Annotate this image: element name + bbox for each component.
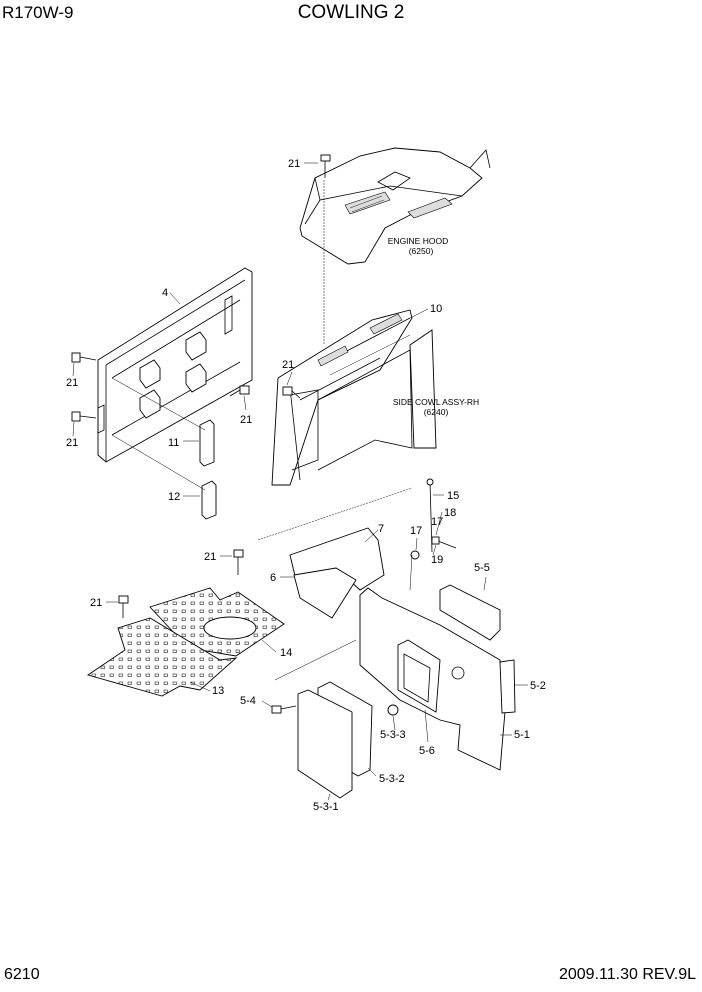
callout-21-mid: 21 (282, 359, 294, 371)
part-17-nut (410, 550, 420, 560)
part-11-bracket (111, 377, 215, 467)
callout-5-4: 5-4 (240, 695, 256, 707)
revision-date: 2009.11.30 REV.9L (558, 966, 696, 983)
callout-14: 14 (280, 647, 292, 659)
callout-5-3-2: 5-3-2 (379, 773, 405, 785)
callout-21-plate-a: 21 (204, 551, 216, 563)
callout-5-2: 5-2 (530, 680, 546, 692)
callout-5-3-3: 5-3-3 (380, 729, 406, 741)
engine-hood-note: ENGINE HOOD (388, 236, 448, 246)
bolt-21-mid (282, 386, 301, 399)
leader-lines (72, 162, 528, 801)
callout-18: 18 (444, 507, 456, 519)
engine-hood (299, 147, 491, 265)
callout-7: 7 (378, 523, 384, 535)
callout-6: 6 (270, 572, 276, 584)
part-13-floor-plate (86, 617, 238, 697)
side-cowl-assembly (271, 309, 437, 486)
bolt-21-hood (320, 154, 331, 178)
part-5-3-1-door (297, 689, 353, 799)
bolt-21-plate-b (118, 595, 129, 618)
part-5-3-3-knob (387, 704, 399, 716)
bolt-21-plate-a (233, 549, 244, 575)
page-number: 6210 (4, 966, 40, 983)
callout-10: 10 (430, 303, 442, 315)
part-12-bracket (111, 434, 217, 520)
callout-5-6: 5-6 (419, 745, 435, 757)
model-number: R170W-9 (2, 3, 74, 22)
side-cowl-note: SIDE COWL ASSY-RH (393, 397, 479, 407)
side-cowl-ref: (6240) (424, 407, 449, 417)
bolt-21-left-b (71, 411, 97, 422)
part-6-cover (293, 567, 357, 619)
callout-13: 13 (212, 685, 224, 697)
callout-21-left-b: 21 (66, 437, 78, 449)
part-5-5-plate (439, 584, 501, 641)
callout-5-1: 5-1 (514, 729, 530, 741)
part-5-2-strip (499, 659, 516, 714)
callout-21-right: 21 (240, 414, 252, 426)
callout-17a: 17 (431, 516, 443, 528)
callout-21-left-a: 21 (66, 377, 78, 389)
part-18-bolt (431, 536, 457, 549)
bolt-21-left-a (71, 352, 97, 363)
engine-hood-ref: (6250) (409, 246, 434, 256)
callout-4: 4 (162, 287, 168, 299)
part-4-cover-panel (97, 267, 253, 463)
callout-17b: 17 (410, 525, 422, 537)
callout-21-hood: 21 (288, 158, 300, 170)
callout-5-5: 5-5 (474, 562, 490, 574)
part-5-4-bolt (271, 705, 297, 714)
part-5-6-frame (397, 639, 441, 713)
callout-19: 19 (431, 554, 443, 566)
callout-21-plate-b: 21 (90, 597, 102, 609)
bolt-21-right (229, 385, 250, 397)
page-title: COWLING 2 (297, 2, 405, 23)
callout-12: 12 (168, 491, 180, 503)
callout-5-3-1: 5-3-1 (313, 801, 339, 813)
callout-11: 11 (168, 437, 179, 449)
callout-15: 15 (447, 490, 459, 502)
